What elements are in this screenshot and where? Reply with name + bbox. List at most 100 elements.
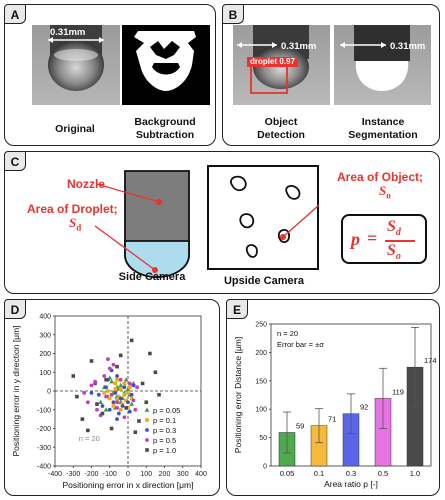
scatter-point — [131, 383, 136, 388]
scatter-series — [82, 357, 140, 420]
scatter-point — [106, 389, 110, 393]
panel-b: B 0.31mm droplet 0.97 0.31mm Object Dete… — [222, 4, 440, 146]
scatter-point — [153, 370, 158, 375]
area-of-droplet-symbol: S — [69, 215, 77, 230]
scatter-point — [89, 383, 94, 388]
formula-denominator: So — [387, 242, 401, 262]
y-tick-label: 100 — [255, 407, 267, 414]
scatter-point — [111, 404, 116, 408]
formula-denominator-symbol: S — [387, 242, 396, 259]
scatter-series — [89, 368, 136, 422]
scatter-point — [115, 417, 119, 422]
scatter-point — [122, 392, 127, 397]
scatter-point — [122, 415, 127, 420]
area-of-object-text: Area of Object; — [337, 170, 424, 184]
scatter-point — [75, 394, 79, 399]
scale-label: 0.31mm — [281, 41, 317, 52]
scatter-point — [102, 391, 107, 395]
x-tick-label: 100 — [140, 471, 152, 478]
scatter-point — [115, 364, 119, 369]
scatter-point — [129, 396, 134, 401]
scatter-point — [89, 359, 94, 363]
scatter-point — [135, 385, 140, 390]
y-tick-label: 50 — [259, 435, 267, 442]
scatter-point — [128, 385, 132, 390]
y-tick-label: 100 — [39, 370, 51, 377]
scale-arrow — [237, 42, 277, 48]
scatter-point — [122, 381, 127, 386]
scatter-point — [131, 398, 136, 403]
area-of-object-subscript: o — [386, 190, 391, 201]
scatter-point — [115, 400, 119, 405]
scatter-point — [118, 382, 124, 388]
scatter-point — [137, 419, 141, 423]
scatter-point — [148, 351, 152, 356]
x-tick-label: 0.1 — [314, 469, 324, 478]
scatter-series — [71, 338, 161, 435]
legend-label: p = 1.0 — [153, 446, 176, 455]
scatter-point — [113, 390, 118, 395]
y-axis-label: Positioning error Distance [μm] — [233, 337, 243, 453]
instance-segmentation-image: 0.31mm — [334, 25, 431, 105]
original-droplet-image: 0.31mm — [32, 25, 120, 105]
scatter-point — [100, 404, 105, 408]
x-tick-label: 0.5 — [378, 469, 388, 478]
scatter-point — [118, 396, 123, 401]
n-note: n = 20 — [79, 434, 100, 443]
scatter-point — [126, 406, 130, 410]
nozzle-label: Nozzle — [67, 177, 106, 191]
scale-label: 0.31mm — [50, 27, 86, 38]
side-camera-pointers — [94, 183, 162, 273]
scatter-point — [133, 430, 138, 435]
scatter-point — [126, 400, 130, 405]
scatter-point — [93, 379, 98, 384]
x-tick-label: -200 — [84, 471, 98, 478]
scatter-point — [118, 353, 123, 358]
y-tick-label: 0 — [263, 464, 267, 471]
panel-label: A — [4, 4, 26, 24]
caption-object-detection: Object Detection — [257, 116, 305, 141]
area-of-droplet-subscript: d — [76, 222, 82, 233]
scatter-point — [104, 385, 108, 390]
scatter-point — [125, 386, 131, 391]
y-tick-label: 300 — [39, 332, 51, 339]
panel-c: C Nozzle Area of Droplet; Sd Side Camera… — [4, 151, 440, 294]
scatter-point — [118, 377, 123, 382]
scatter-point — [103, 407, 109, 412]
scatter-point — [96, 392, 101, 397]
scatter-point — [118, 407, 123, 412]
scatter-point — [123, 377, 129, 382]
y-tick-label: -200 — [37, 426, 51, 433]
legend-entry: p = 1.0 — [145, 446, 176, 455]
upside-objects — [230, 175, 320, 258]
x-tick-label: -300 — [66, 471, 80, 478]
panel-label: C — [4, 151, 26, 171]
y-axis-label: Positioning error in y direction [μm] — [11, 325, 21, 456]
legend-label: p = 0.3 — [153, 426, 176, 435]
area-of-object-symbol: S — [379, 183, 387, 198]
bar-value-label: 59 — [296, 421, 304, 430]
scatter-point — [80, 417, 85, 421]
scatter-point — [145, 438, 149, 442]
y-tick-label: 0 — [47, 389, 51, 396]
formula-numerator: Sd — [387, 218, 401, 238]
scatter-point — [124, 406, 128, 410]
formula-lhs: p — [351, 229, 360, 249]
scatter-point — [106, 357, 110, 362]
area-of-object-label: Area of Object; So — [337, 170, 423, 202]
x-axis-label: Area ratio p [-] — [324, 479, 378, 489]
scatter-point — [104, 394, 108, 399]
legend-label: p = 0.5 — [153, 436, 176, 445]
side-camera-label: Side Camera — [118, 271, 186, 283]
upside-camera-label: Upside Camera — [223, 275, 305, 287]
detection-label: droplet 0.97 — [247, 57, 298, 67]
caption-instance-segmentation: Instance Segmentation — [348, 116, 418, 141]
scatter-point — [157, 392, 161, 397]
x-tick-label: 0.05 — [280, 469, 295, 478]
legend-entry: p = 0.05 — [144, 406, 180, 415]
scatter-point — [109, 379, 114, 384]
scatter-point — [109, 426, 114, 431]
scatter-point — [86, 428, 90, 433]
scatter-point — [145, 418, 149, 422]
